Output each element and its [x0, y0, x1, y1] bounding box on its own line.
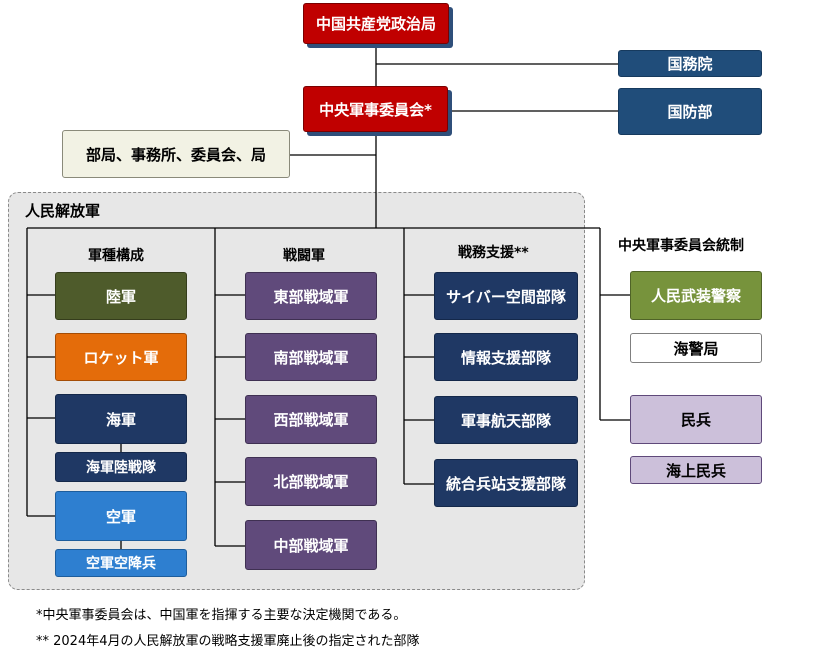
air-force-box: 空軍	[55, 491, 187, 541]
northern-theater-box: 北部戦域軍	[245, 457, 377, 506]
cmc-box: 中央軍事委員会*	[303, 86, 448, 132]
marines-box: 海軍陸戦隊	[55, 452, 187, 482]
theaters-header: 戦闘軍	[283, 248, 325, 264]
southern-theater-box: 南部戦域軍	[245, 333, 377, 381]
mod-box: 国防部	[618, 88, 762, 135]
departments-box: 部局、事務所、委員会、局	[62, 130, 290, 178]
cyber-force-box: サイバー空間部隊	[434, 272, 578, 320]
western-theater-box: 西部戦域軍	[245, 395, 377, 444]
coast-guard-box: 海警局	[630, 333, 762, 363]
footnote-1: *中央軍事委員会は、中国軍を指揮する主要な決定機関である。	[36, 608, 407, 623]
pla-title: 人民解放軍	[25, 202, 101, 220]
info-support-box: 情報支援部隊	[434, 333, 578, 381]
militia-box: 民兵	[630, 395, 762, 444]
pap-box: 人民武装警察	[630, 271, 762, 320]
state-council-box: 国務院	[618, 50, 762, 77]
footnote-2: ** 2024年4月の人民解放軍の戦略支援軍廃止後の指定された部隊	[36, 634, 420, 649]
army-box: 陸軍	[55, 272, 187, 320]
ccp-politburo-box: 中国共産党政治局	[303, 3, 449, 44]
aerospace-force-box: 軍事航天部隊	[434, 396, 578, 444]
logistics-support-box: 統合兵站支援部隊	[434, 459, 578, 507]
eastern-theater-box: 東部戦域軍	[245, 272, 377, 320]
maritime-militia-box: 海上民兵	[630, 456, 762, 484]
services-header: 軍種構成	[88, 248, 144, 264]
airborne-box: 空軍空降兵	[55, 549, 187, 577]
rocket-force-box: ロケット軍	[55, 333, 187, 381]
navy-box: 海軍	[55, 394, 187, 444]
central-theater-box: 中部戦域軍	[245, 520, 377, 570]
support-header: 戦務支援**	[458, 245, 529, 261]
cmc-controlled-header: 中央軍事委員会統制	[618, 238, 744, 254]
